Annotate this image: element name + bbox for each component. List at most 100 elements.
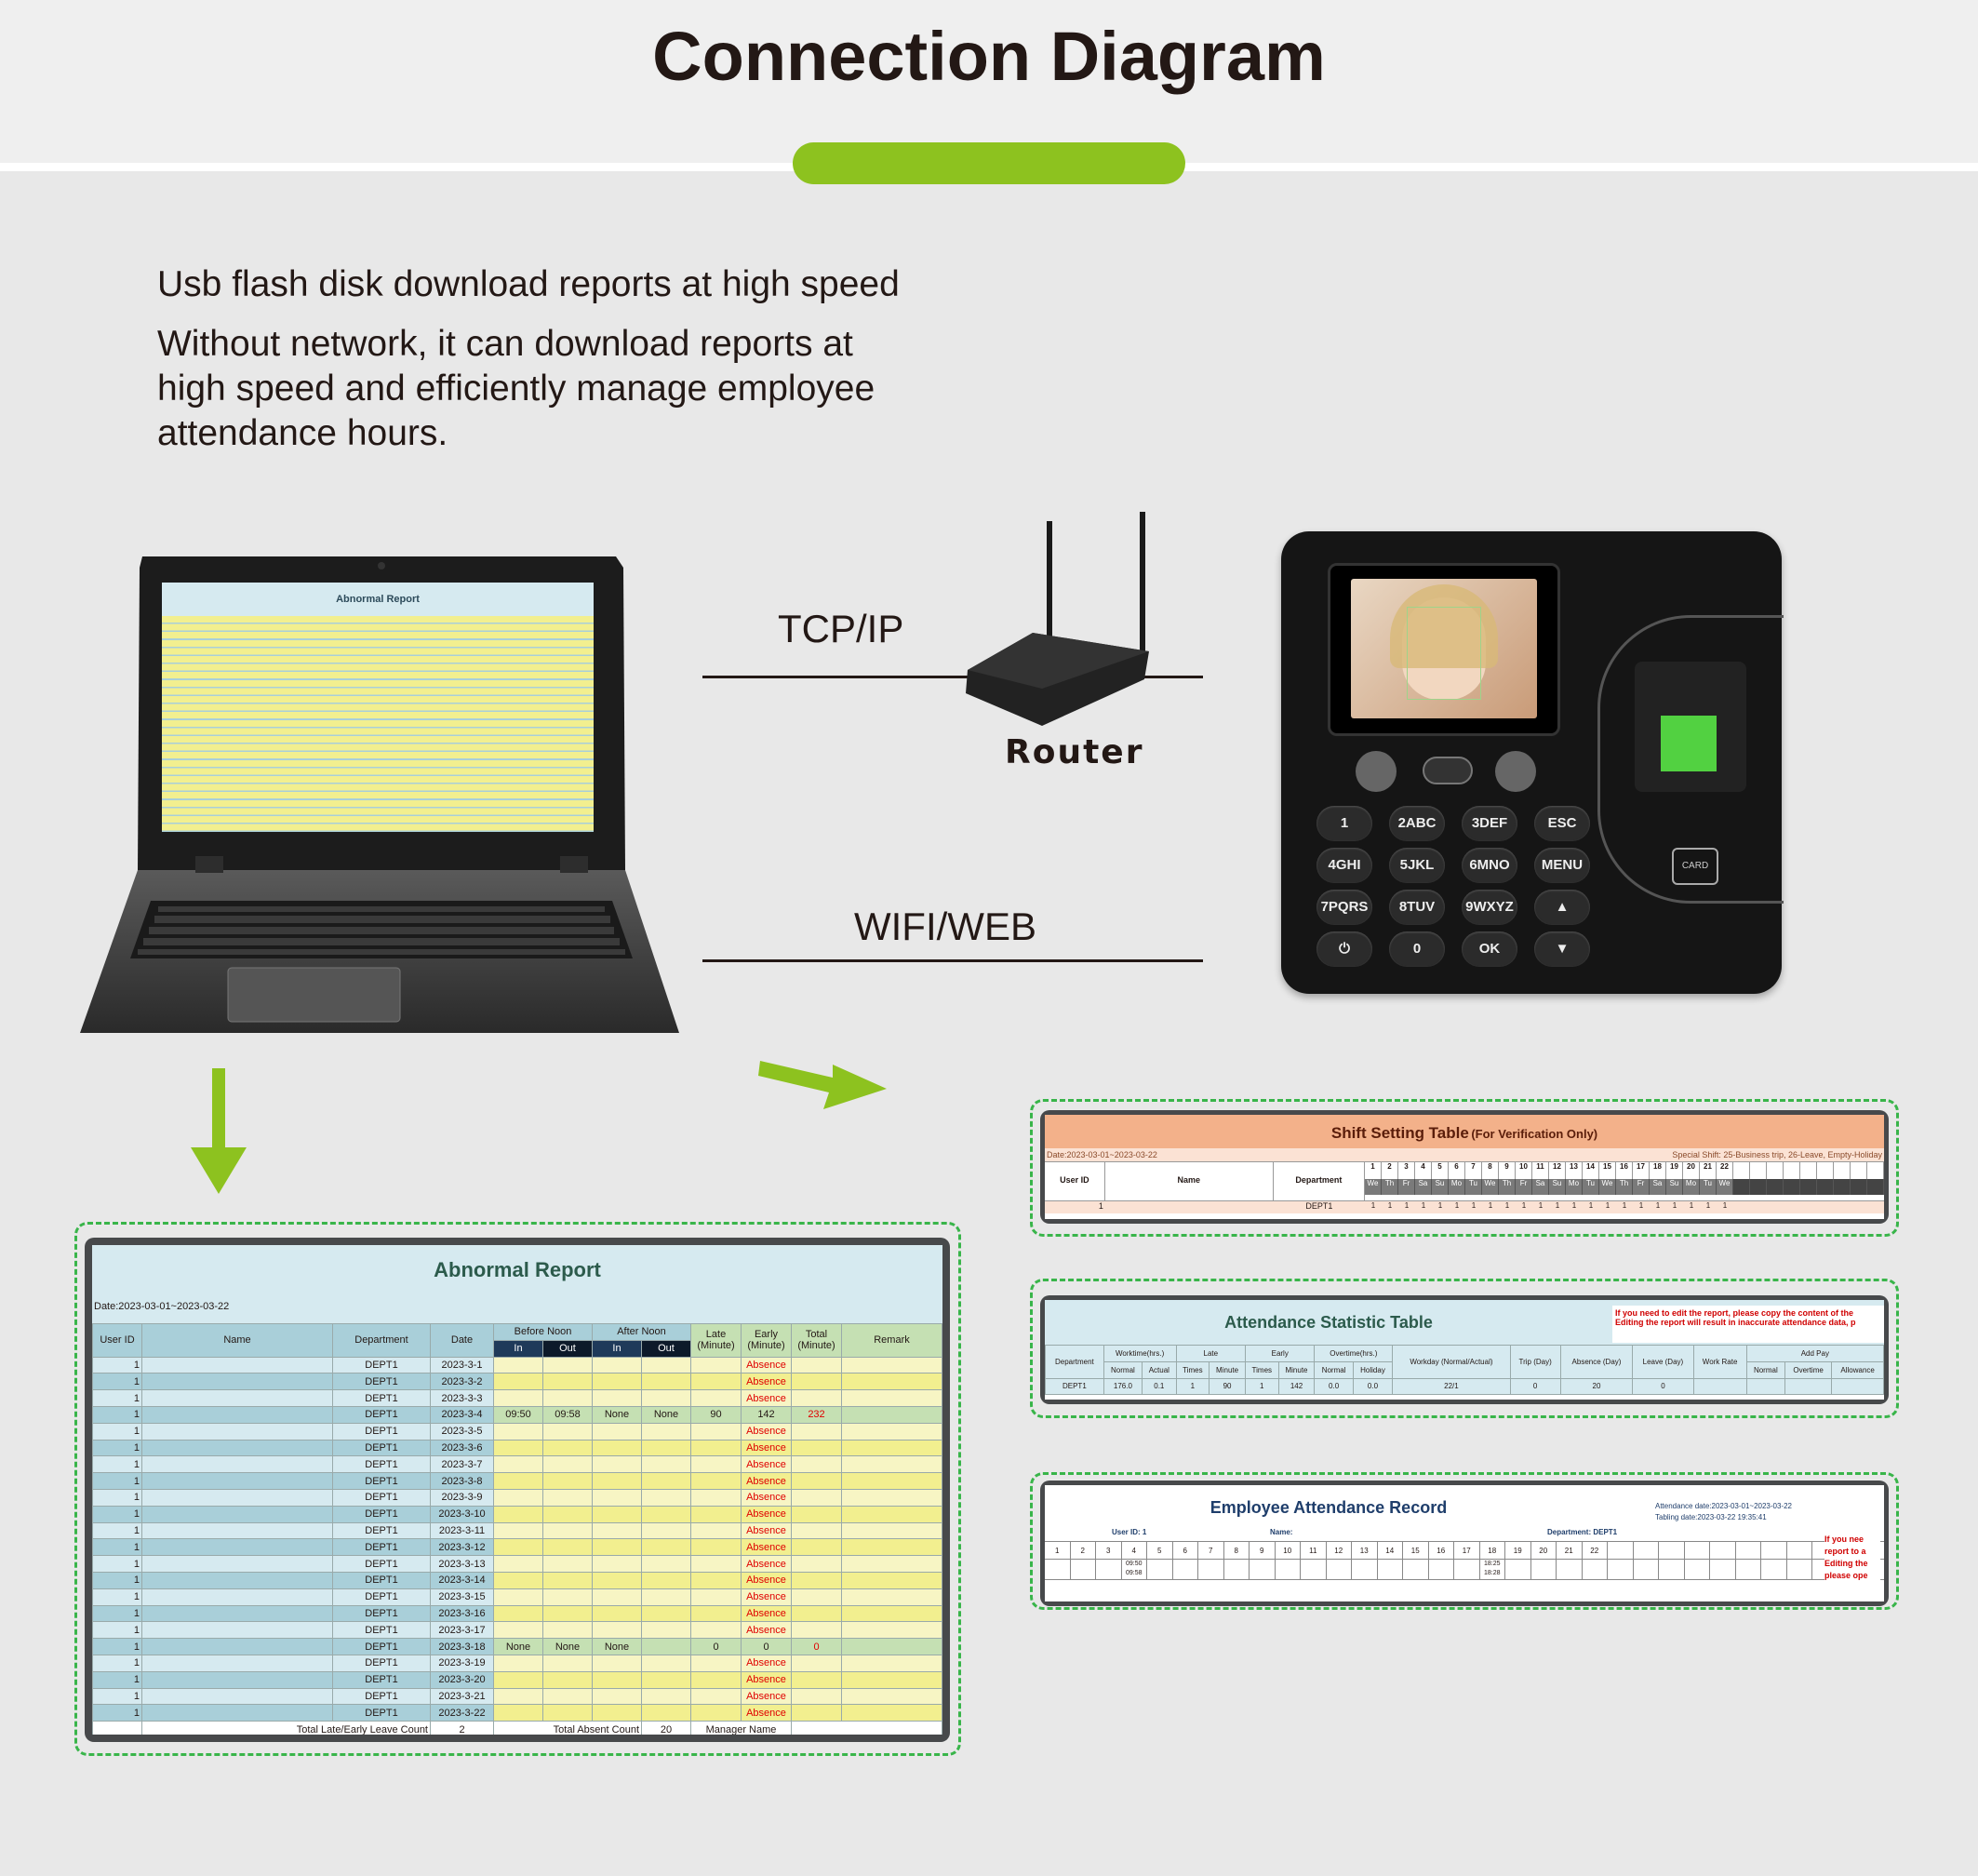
cell-ain	[592, 1670, 642, 1689]
record-day: 15	[1403, 1542, 1429, 1559]
cell-late	[690, 1538, 742, 1557]
footer-late-value: 2	[430, 1721, 494, 1735]
cell-bin	[493, 1687, 543, 1706]
record-day	[1787, 1542, 1812, 1559]
keypad-key[interactable]: 9WXYZ	[1462, 890, 1517, 925]
cell-empty	[141, 1604, 333, 1623]
attendance-device: 1 2ABC 3DEF ESC 4GHI 5JKL 6MNO MENU 7PQRS 8TUV 9WX…	[1281, 531, 1784, 994]
keypad-key[interactable]: 4GHI	[1316, 848, 1372, 883]
cell-empty	[141, 1455, 333, 1474]
shift-weekday	[1833, 1179, 1851, 1195]
cell-ain	[592, 1604, 642, 1623]
record-time	[1736, 1560, 1761, 1579]
cell-aout	[641, 1654, 691, 1672]
shift-value: 1	[1722, 1201, 1728, 1210]
cell-id: 1	[92, 1638, 142, 1655]
cell-bout	[542, 1654, 593, 1672]
shift-value: 1	[1387, 1201, 1393, 1210]
keypad-key[interactable]: OK	[1462, 931, 1517, 967]
fingerprint-sensor[interactable]	[1661, 716, 1717, 771]
cell-aout	[641, 1687, 691, 1706]
cell-ain	[592, 1505, 642, 1523]
stat-row-absence: 20	[1559, 1377, 1634, 1396]
record-day: 19	[1505, 1542, 1531, 1559]
shift-value	[1834, 1201, 1851, 1213]
cell-early: Absence	[741, 1521, 792, 1540]
cell-total	[791, 1687, 842, 1706]
cell-empty	[841, 1405, 942, 1424]
record-time	[1403, 1560, 1429, 1579]
record-time	[1250, 1560, 1276, 1579]
cell-late	[690, 1472, 742, 1490]
keypad-key[interactable]: 1	[1316, 806, 1372, 841]
cell-bout	[542, 1670, 593, 1689]
shift-weekday: Th	[1382, 1179, 1398, 1195]
shift-weekday: Sa	[1650, 1179, 1666, 1195]
keypad-key[interactable]: ▲	[1534, 890, 1590, 925]
shift-weekday: Tu	[1465, 1179, 1482, 1195]
record-time-value: 18:25	[1483, 1561, 1501, 1567]
shift-weekday: Fr	[1516, 1179, 1532, 1195]
shift-weekday: Th	[1616, 1179, 1633, 1195]
keypad-key[interactable]: 8TUV	[1389, 890, 1445, 925]
keypad-key[interactable]: 5JKL	[1389, 848, 1445, 883]
keypad-key[interactable]: ▼	[1534, 931, 1590, 967]
cell-id: 1	[92, 1670, 142, 1689]
cell-empty	[141, 1439, 333, 1457]
cell-aout	[641, 1521, 691, 1540]
cell-bin	[493, 1555, 543, 1573]
keypad-key[interactable]: 6MNO	[1462, 848, 1517, 883]
cell-id: 1	[92, 1505, 142, 1523]
cell-dept: DEPT1	[332, 1521, 431, 1540]
shift-day: 3	[1398, 1162, 1415, 1179]
device-screen	[1328, 563, 1560, 736]
cell-bin	[493, 1621, 543, 1640]
cell-empty	[841, 1455, 942, 1474]
keypad-key[interactable]: MENU	[1534, 848, 1590, 883]
th-department[interactable]: Department	[332, 1323, 431, 1358]
record-warning-2: report to a	[1824, 1547, 1866, 1556]
shift-day: 10	[1516, 1162, 1532, 1179]
cell-date: 2023-3-1	[430, 1356, 494, 1374]
shift-value: 1	[1605, 1201, 1610, 1210]
shift-title: Shift Setting Table	[1330, 1124, 1469, 1142]
keypad-key[interactable]: 0	[1389, 931, 1445, 967]
cell-bout	[542, 1588, 593, 1606]
keypad-key[interactable]: ESC	[1534, 806, 1590, 841]
cell-dept: DEPT1	[332, 1588, 431, 1606]
record-day: 2	[1071, 1542, 1096, 1559]
cell-aout	[641, 1638, 691, 1655]
shift-weekday	[1850, 1179, 1867, 1195]
cell-bin	[493, 1538, 543, 1557]
keypad-key[interactable]: 7PQRS	[1316, 890, 1372, 925]
shift-weekday: Su	[1666, 1179, 1683, 1195]
record-time	[1224, 1560, 1250, 1579]
cell-date: 2023-3-22	[430, 1704, 494, 1722]
cell-total: 232	[791, 1405, 842, 1424]
cell-bin: 09:50	[493, 1405, 543, 1424]
cell-date: 2023-3-8	[430, 1472, 494, 1490]
shift-special: Special Shift: 25-Business trip, 26-Leav…	[1672, 1150, 1882, 1159]
record-time	[1634, 1560, 1659, 1579]
keypad-key[interactable]: 3DEF	[1462, 806, 1517, 841]
cell-empty	[841, 1621, 942, 1640]
cell-empty	[141, 1654, 333, 1672]
cell-empty	[841, 1687, 942, 1706]
cell-date: 2023-3-18	[430, 1638, 494, 1655]
shift-weekday	[1749, 1179, 1767, 1195]
keypad-key[interactable]: 2ABC	[1389, 806, 1445, 841]
th-before-noon: Before Noon	[493, 1323, 593, 1341]
cell-bout	[542, 1455, 593, 1474]
cell-bout: None	[542, 1638, 593, 1655]
stat-row-early-times: 1	[1245, 1377, 1279, 1396]
cell-empty	[141, 1373, 333, 1391]
record-warning-3: Editing the	[1824, 1559, 1868, 1568]
cell-empty	[841, 1505, 942, 1523]
cell-id: 1	[92, 1455, 142, 1474]
cell-id: 1	[92, 1654, 142, 1672]
keypad-key[interactable]: ⏻	[1316, 931, 1372, 967]
shift-value: 1	[1538, 1201, 1544, 1210]
cell-late	[690, 1670, 742, 1689]
